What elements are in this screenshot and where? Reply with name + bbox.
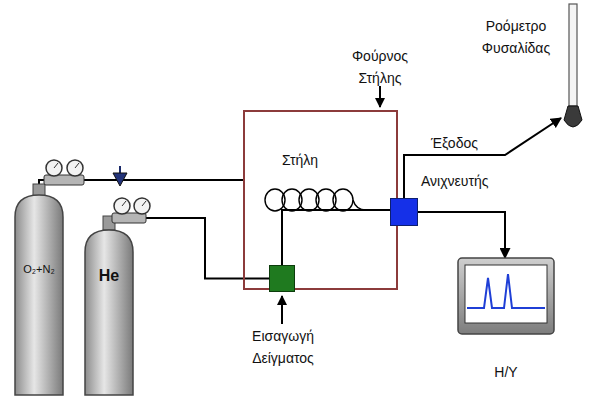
coil-winding [333,189,353,211]
gauge-needle [54,163,58,168]
node-label: Φούρνος Στήλης [337,46,423,89]
gas-line [418,212,505,258]
node-label: Ανιχνευτής [421,171,489,193]
regulator-body [44,175,84,185]
gauge-needle [142,201,146,206]
node-label: O₂+N₂ [15,261,63,278]
computer-monitor: Η/Υ [458,258,554,334]
bubble-flowmeter: Ροόμετρο Φυσαλίδας [562,4,584,132]
node-label: Εισαγωγή Δείγματος [226,326,340,369]
gauge-needle [75,163,79,168]
gas-cylinder-shape [85,230,133,395]
chromatogram-trace [467,274,545,308]
gas-cylinder: O₂+N₂ [15,195,63,395]
column-coil [265,189,353,211]
pressure-gauge [67,160,83,176]
gauge-needle [122,201,126,206]
edge-label: Έξοδος [429,135,480,152]
flowmeter-bulb [564,106,582,127]
needle-valve [113,173,127,186]
gas-cylinder-outline [15,195,63,395]
detector-box: Ανιχνευτής [390,198,418,226]
column-tail [353,200,366,210]
node-label: He [85,264,133,289]
node-label: Ροόμετρο Φυσαλίδας [474,16,558,59]
gas-line [282,210,390,265]
computer-monitor-shape [458,258,554,334]
bubble-flowmeter-shape [562,4,584,132]
monitor-screen [465,265,547,323]
part-name: Στήλη [280,152,320,169]
column-oven: Φούρνος Στήλης [243,110,398,290]
pressure-gauge [46,160,62,176]
sample-injector: Εισαγωγή Δείγματος [269,265,295,292]
monitor-frame [458,258,554,334]
flowmeter-tube [569,4,577,106]
gas-cylinder-outline [85,230,133,395]
gas-line [404,118,561,198]
callout-arrow [281,296,283,324]
gas-cylinder: He [85,230,133,395]
pressure-gauge [114,198,130,214]
gas-cylinder-shape [15,195,63,395]
callout-arrow [379,86,381,107]
node-label: Η/Υ [458,362,554,384]
pressure-gauge [134,198,150,214]
